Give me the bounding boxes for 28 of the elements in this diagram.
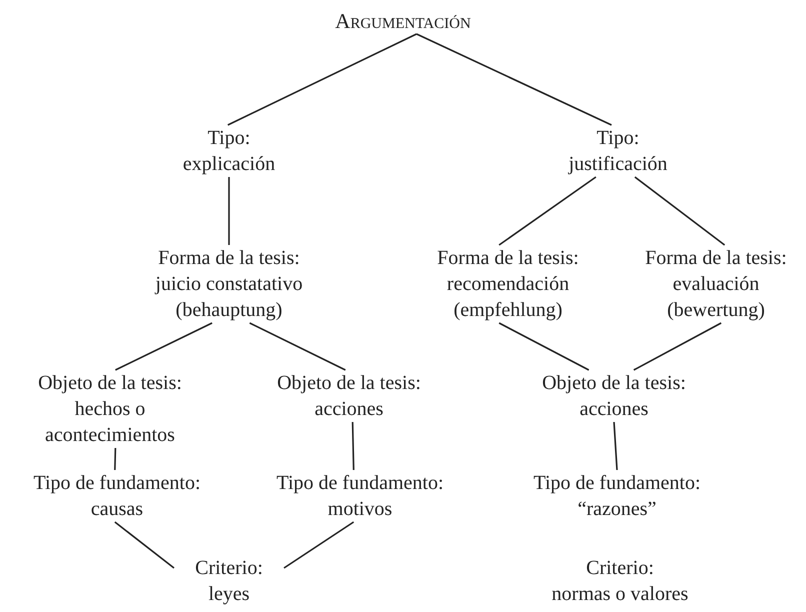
connector-line [228, 177, 230, 245]
concept-label: Objeto de la tesis: hechos o acontecimientos [20, 370, 200, 448]
connector-line [249, 322, 346, 371]
concept-label: Objeto de la tesis: acciones [259, 370, 439, 422]
connector-line [228, 33, 417, 126]
root-label: Argumentación [335, 8, 471, 34]
connector-line [284, 521, 354, 569]
concept-label: Forma de la tesis: juicio constatativo (behauptung) [135, 245, 323, 323]
concept-label: Forma de la tesis: evaluación (bewertung) [630, 245, 802, 323]
connector-line [114, 521, 174, 569]
concept-label: Tipo de fundamento: causas [11, 470, 223, 522]
concept-label: Tipo de fundamento: “razones” [511, 470, 723, 522]
connector-line [498, 176, 596, 246]
connector-line [114, 448, 116, 470]
concept-label: Tipo: explicación [171, 125, 287, 177]
concept-label: Criterio: leyes [174, 555, 284, 607]
concept-label: Criterio: normas o valores [552, 555, 688, 607]
connector-line [416, 33, 612, 126]
connector-line [634, 176, 726, 246]
concept-label: Tipo: justificación [553, 125, 683, 177]
connector-line [633, 322, 722, 371]
concept-label: Objeto de la tesis: acciones [524, 370, 704, 422]
connector-line [613, 422, 618, 470]
connector-line [352, 422, 354, 470]
connector-line [498, 322, 590, 371]
concept-label: Forma de la tesis: recomendación (empfehlung) [419, 245, 597, 323]
concept-label: Tipo de fundamento: motivos [254, 470, 466, 522]
connector-line [115, 322, 212, 371]
